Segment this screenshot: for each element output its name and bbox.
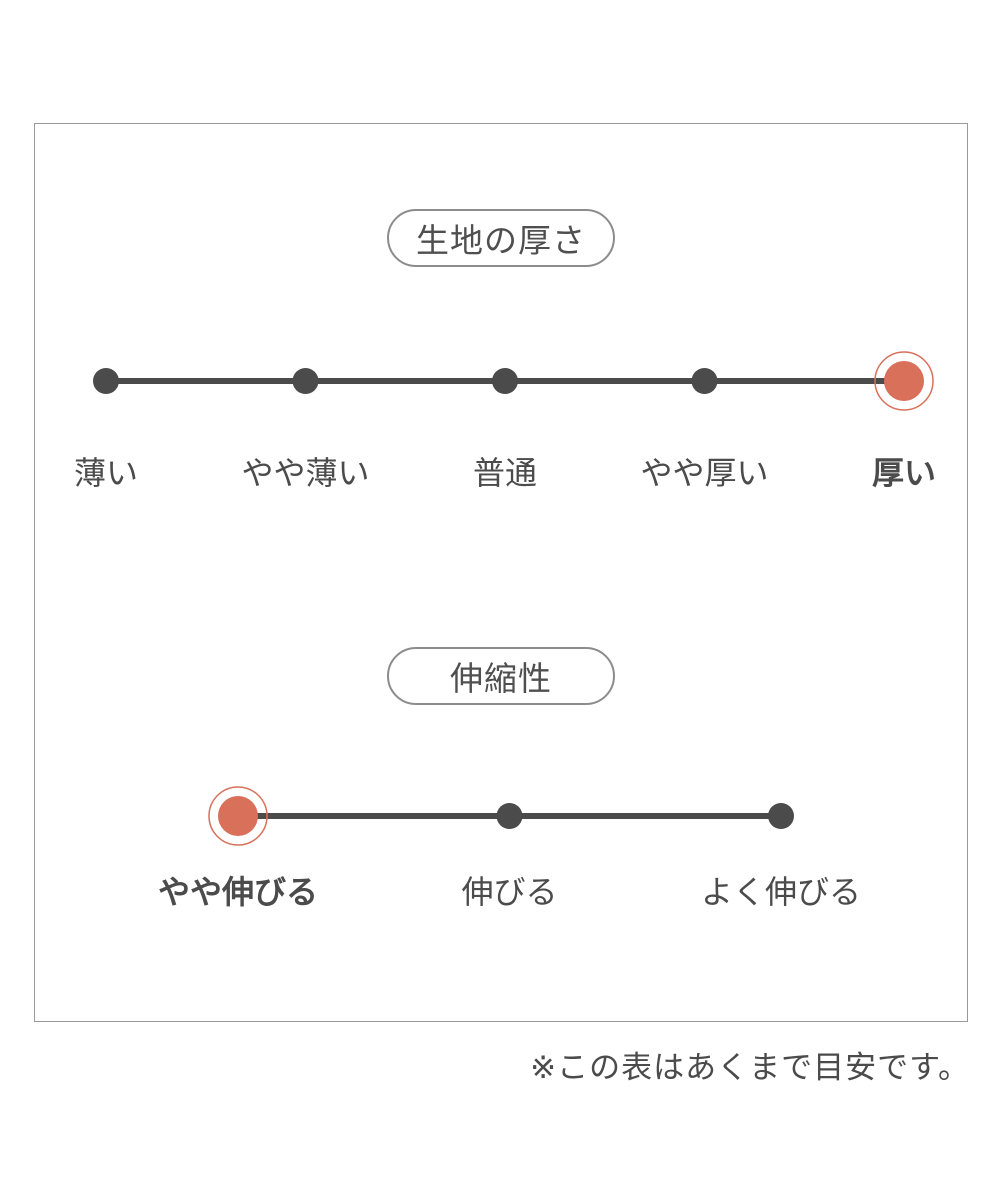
- scale-label-selected: 厚い: [871, 455, 937, 491]
- scale-label: やや厚い: [640, 455, 769, 491]
- scale-dot: [691, 368, 718, 394]
- scale-track: [93, 351, 934, 411]
- scale-dot: [492, 368, 518, 394]
- selected-dot: [884, 361, 924, 401]
- spec-box: 生地の厚さ薄い やや薄い 普通 やや厚い 厚い伸縮性やや伸びる 伸びる よく伸びる: [34, 123, 968, 1022]
- scale-title-pill: 伸縮性: [387, 647, 615, 705]
- scale-dot: [93, 368, 119, 394]
- scale-label: 伸びる: [461, 874, 558, 910]
- footnote: ※この表はあくまで目安です。: [530, 1050, 970, 1085]
- selected-dot-ring: [208, 786, 268, 846]
- scale-label: やや薄い: [241, 455, 370, 491]
- selected-dot-ring: [874, 351, 934, 411]
- scale-label-selected: やや伸びる: [157, 874, 319, 910]
- scale-track: [208, 786, 794, 846]
- scale-dot: [292, 368, 319, 394]
- scale-dot: [496, 803, 523, 829]
- scale-label: 薄い: [73, 455, 139, 491]
- scale-title-pill: 生地の厚さ: [387, 209, 615, 267]
- scale-dot: [768, 803, 794, 829]
- scale-label: 普通: [472, 455, 538, 491]
- selected-dot: [218, 796, 258, 836]
- scale-label: よく伸びる: [700, 874, 862, 910]
